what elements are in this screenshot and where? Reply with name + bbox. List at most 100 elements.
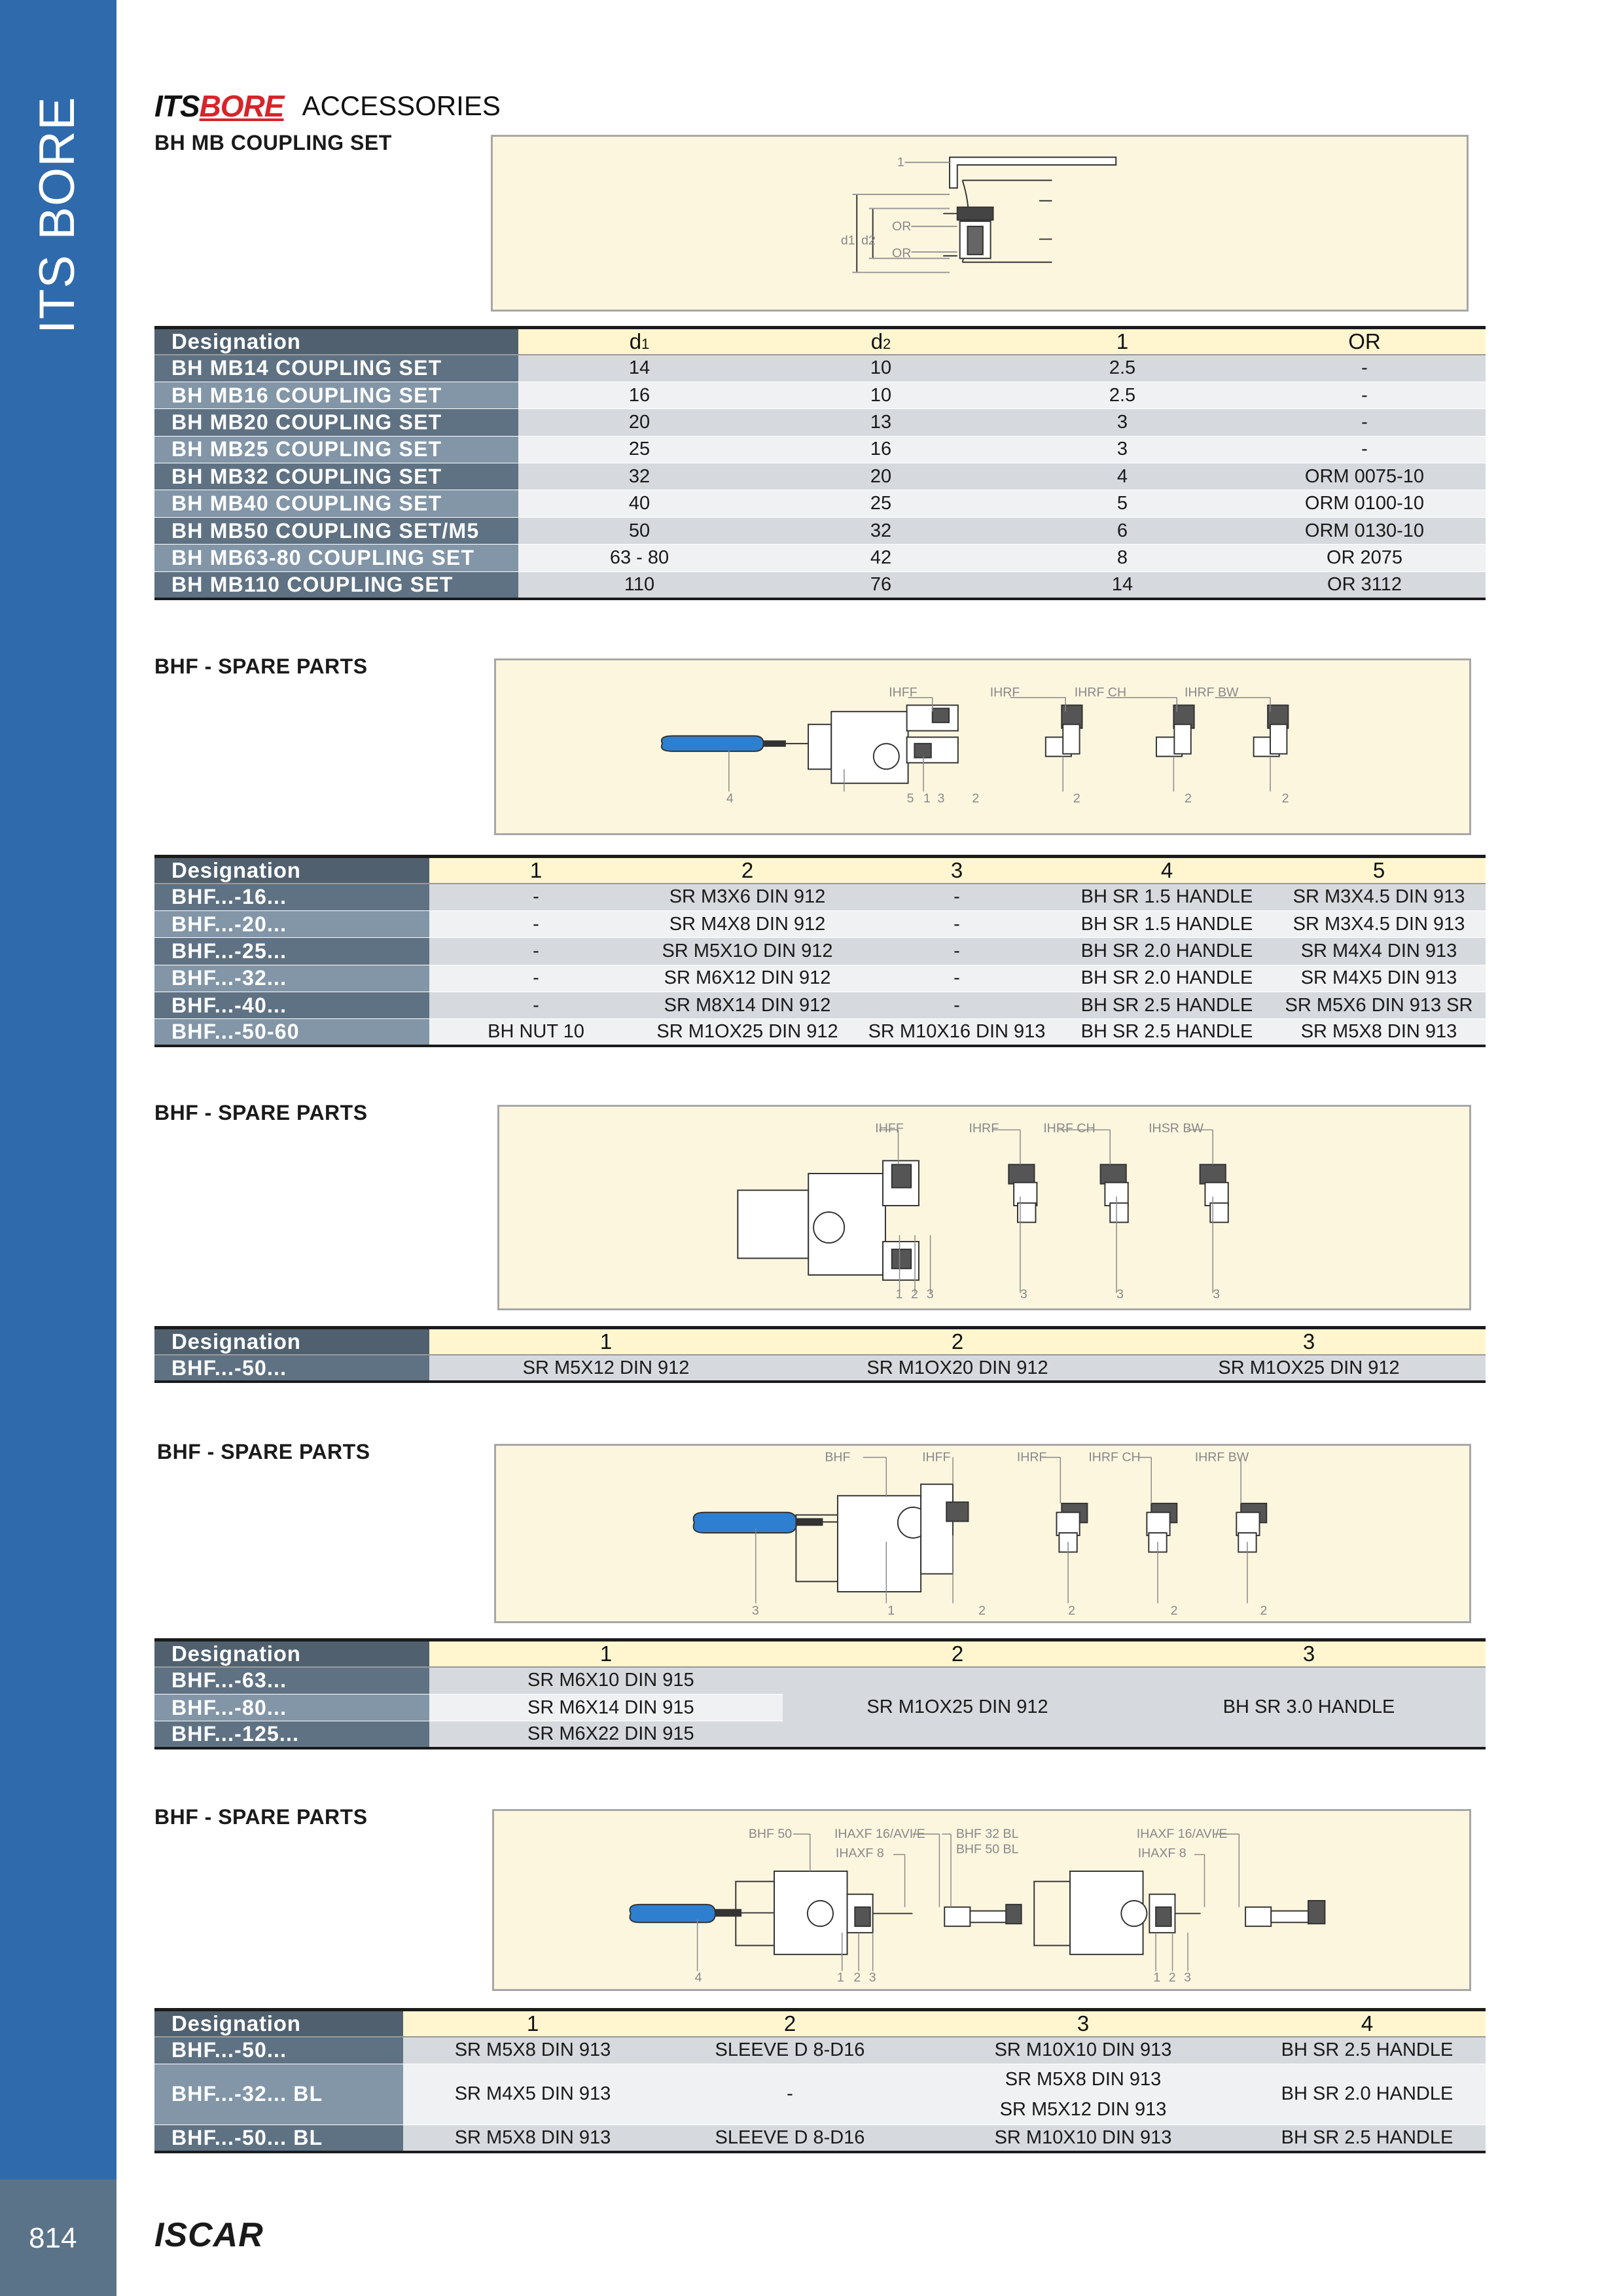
table-row: BHF...-80... SR M6X14 DIN 915 [154,1694,1486,1721]
row-designation: BH MB63-80 COUPLING SET [154,544,518,572]
table-cell: 16 [518,382,760,409]
drawing-label: IHFF [875,1121,904,1136]
drawing-label: 2 [1169,1970,1176,1984]
column-header: 3 [918,2009,1249,2037]
drawing-label: IHFF [889,685,917,700]
drawing-label: OR [892,219,911,234]
header-d2: d2 [760,327,1001,355]
spare4-drawing: BHF 50 IHAXF 16/AVI/E IHAXF 8 BHF 32 BL … [492,1809,1471,1991]
table-cell: - [1243,355,1486,382]
column-header: 2 [783,1327,1132,1355]
sidebar-title: ITS BORE [29,96,85,334]
spare1-table: Designation 1 2 3 4 5 BHF...-16...-SR M3… [154,855,1486,1047]
drawing-label: IHRF BW [1195,1450,1249,1464]
table-cell: 4 [1001,463,1243,490]
section-title-spare2: BHF - SPARE PARTS [154,1101,368,1124]
column-header: Designation [154,2009,403,2037]
table-cell: BH SR 2.0 HANDLE [1249,2064,1486,2125]
table-cell: SR M5X8 DIN 913 [403,2037,662,2064]
drawing-label: 3 [869,1970,876,1984]
row-designation: BHF...-50... [154,2037,403,2064]
spare3-table: Designation 1 2 3 BHF...-63... SR M6X10 … [154,1638,1486,1749]
table-cell: SR M10X16 DIN 913 [852,1018,1061,1047]
table-cell: 14 [518,355,760,382]
table-row: BHF...-16...-SR M3X6 DIN 912-BH SR 1.5 H… [154,884,1486,911]
table-cell: 20 [518,408,760,437]
drawing-label: 3 [1213,1287,1220,1301]
table-cell: SR M3X6 DIN 912 [643,884,852,911]
table-cell: 25 [760,490,1001,518]
table-cell: BH SR 2.0 HANDLE [1061,965,1272,992]
section-title-coupling: BH MB COUPLING SET [154,131,392,154]
drawing-label: 2 [1068,1604,1075,1618]
drawing-label: IHAXF 16/AVI/E [834,1827,925,1841]
table-cell: SR M5X6 DIN 913 SR [1272,992,1486,1019]
column-header: 4 [1061,856,1272,884]
column-header: 3 [1132,1640,1486,1668]
section-title-spare4: BHF - SPARE PARTS [154,1805,368,1829]
row-designation: BH MB32 COUPLING SET [154,463,518,490]
table-cell: 14 [1001,571,1243,599]
table-cell: 32 [760,517,1001,545]
table-cell: - [1243,408,1486,437]
coupling-drawing: 1 d1 d2 OR OR [491,135,1469,312]
page-number: 814 [29,2222,77,2254]
page-title: ACCESSORIES [302,90,501,121]
table-cell: SLEEVE D 8-D16 [662,2037,918,2064]
sidebar-footer [0,2179,116,2296]
drawing-label: 3 [938,791,945,806]
table-row: BHF...-32...-SR M6X12 DIN 912-BH SR 2.0 … [154,965,1486,992]
table-cell: - [429,884,643,911]
table-cell: SR M6X10 DIN 915 [429,1667,783,1695]
table-cell: 10 [760,382,1001,409]
table-cell: 2.5 [1001,382,1243,409]
drawing-label: 5 [907,791,914,806]
table-cell: 10 [760,355,1001,382]
column-header: Designation [154,1327,429,1355]
table-cell: BH SR 2.5 HANDLE [1061,992,1272,1019]
table-cell: 20 [760,463,1001,490]
table-cell: BH SR 3.0 HANDLE [1132,1667,1486,1749]
table-cell: 3 [1001,408,1243,437]
drawing-label: 2 [1282,791,1289,806]
table-cell: SR M4X8 DIN 912 [643,910,852,938]
drawing-label: BHF 50 BL [956,1842,1019,1857]
table-cell: ORM 0075-10 [1243,463,1486,490]
table-cell: BH SR 2.5 HANDLE [1249,2037,1486,2064]
coupling-table: Designation d1 d2 1 OR BH MB14 COUPLING … [154,326,1486,600]
row-designation: BH MB50 COUPLING SET/M5 [154,517,518,545]
table-row: BHF...-63... SR M6X10 DIN 915 SR M1OX25 … [154,1667,1486,1749]
row-designation: BHF...-16... [154,884,429,911]
drawing-label: 2 [853,1970,861,1984]
page-header: ITSBORE ACCESSORIES [154,86,501,126]
table-row: BHF...-20...-SR M4X8 DIN 912-BH SR 1.5 H… [154,910,1486,938]
drawing-label: 3 [927,1287,934,1301]
drawing-label: 2 [972,791,979,806]
row-designation: BH MB20 COUPLING SET [154,408,518,437]
spare3-drawing: BHF IHFF IHRF IHRF CH IHRF BW 3 1 2 2 2 … [494,1444,1471,1623]
drawing-label: 2 [1260,1604,1268,1618]
drawing-label: 3 [1116,1287,1124,1301]
table-cell: 8 [1001,544,1243,572]
row-designation: BHF...-32... BL [154,2064,403,2125]
table-cell: - [852,937,1061,965]
table-cell: - [1243,382,1486,409]
column-header: 1 [403,2009,662,2037]
drawing-label: OR [892,246,911,260]
table-cell: 63 - 80 [518,544,760,572]
drawing-label: IHRF [1017,1450,1047,1464]
column-header: 1 [429,856,643,884]
table-cell: SR M6X14 DIN 915 [429,1694,783,1721]
row-designation: BHF...-50... BL [154,2125,403,2152]
table-cell: 42 [760,544,1001,572]
